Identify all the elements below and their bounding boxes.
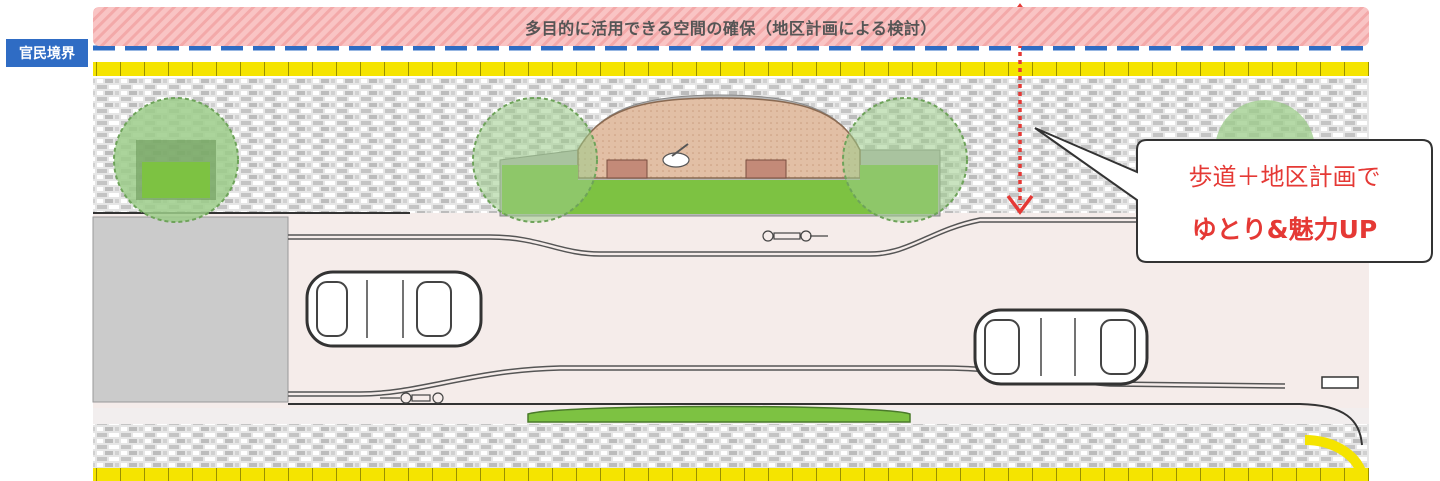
bench-icon (745, 159, 787, 179)
road-marker (1321, 376, 1359, 389)
bench-icon (606, 159, 648, 179)
bicycle-icon (762, 230, 828, 242)
upper-curb-strip (93, 62, 1369, 76)
callout: 歩道＋地区計画で ゆとり&魅力UP (1137, 140, 1432, 262)
lower-planting-strip (527, 405, 911, 423)
tree-icon (113, 97, 239, 223)
callout-bubble (1034, 127, 1433, 263)
plaza (577, 97, 861, 179)
boundary-tag: 官民境界 (6, 39, 88, 67)
lower-sidewalk (93, 424, 1369, 474)
tree-icon (842, 97, 968, 223)
bicycle-icon (380, 392, 444, 404)
tree-icon (472, 97, 598, 223)
banner: 多目的に活用できる空間の確保（地区計画による検討） (93, 7, 1369, 46)
sculpture-icon (662, 143, 690, 168)
banner-hatch (93, 7, 1369, 46)
parking-area (92, 216, 289, 403)
lower-curb-strip (93, 468, 1369, 481)
banner-text: 多目的に活用できる空間の確保（地区計画による検討） (525, 18, 937, 38)
car-icon (305, 270, 483, 348)
car-icon (973, 308, 1149, 386)
callout-line2: ゆとり&魅力UP (1191, 215, 1378, 244)
callout-line1: 歩道＋地区計画で (1188, 163, 1381, 191)
